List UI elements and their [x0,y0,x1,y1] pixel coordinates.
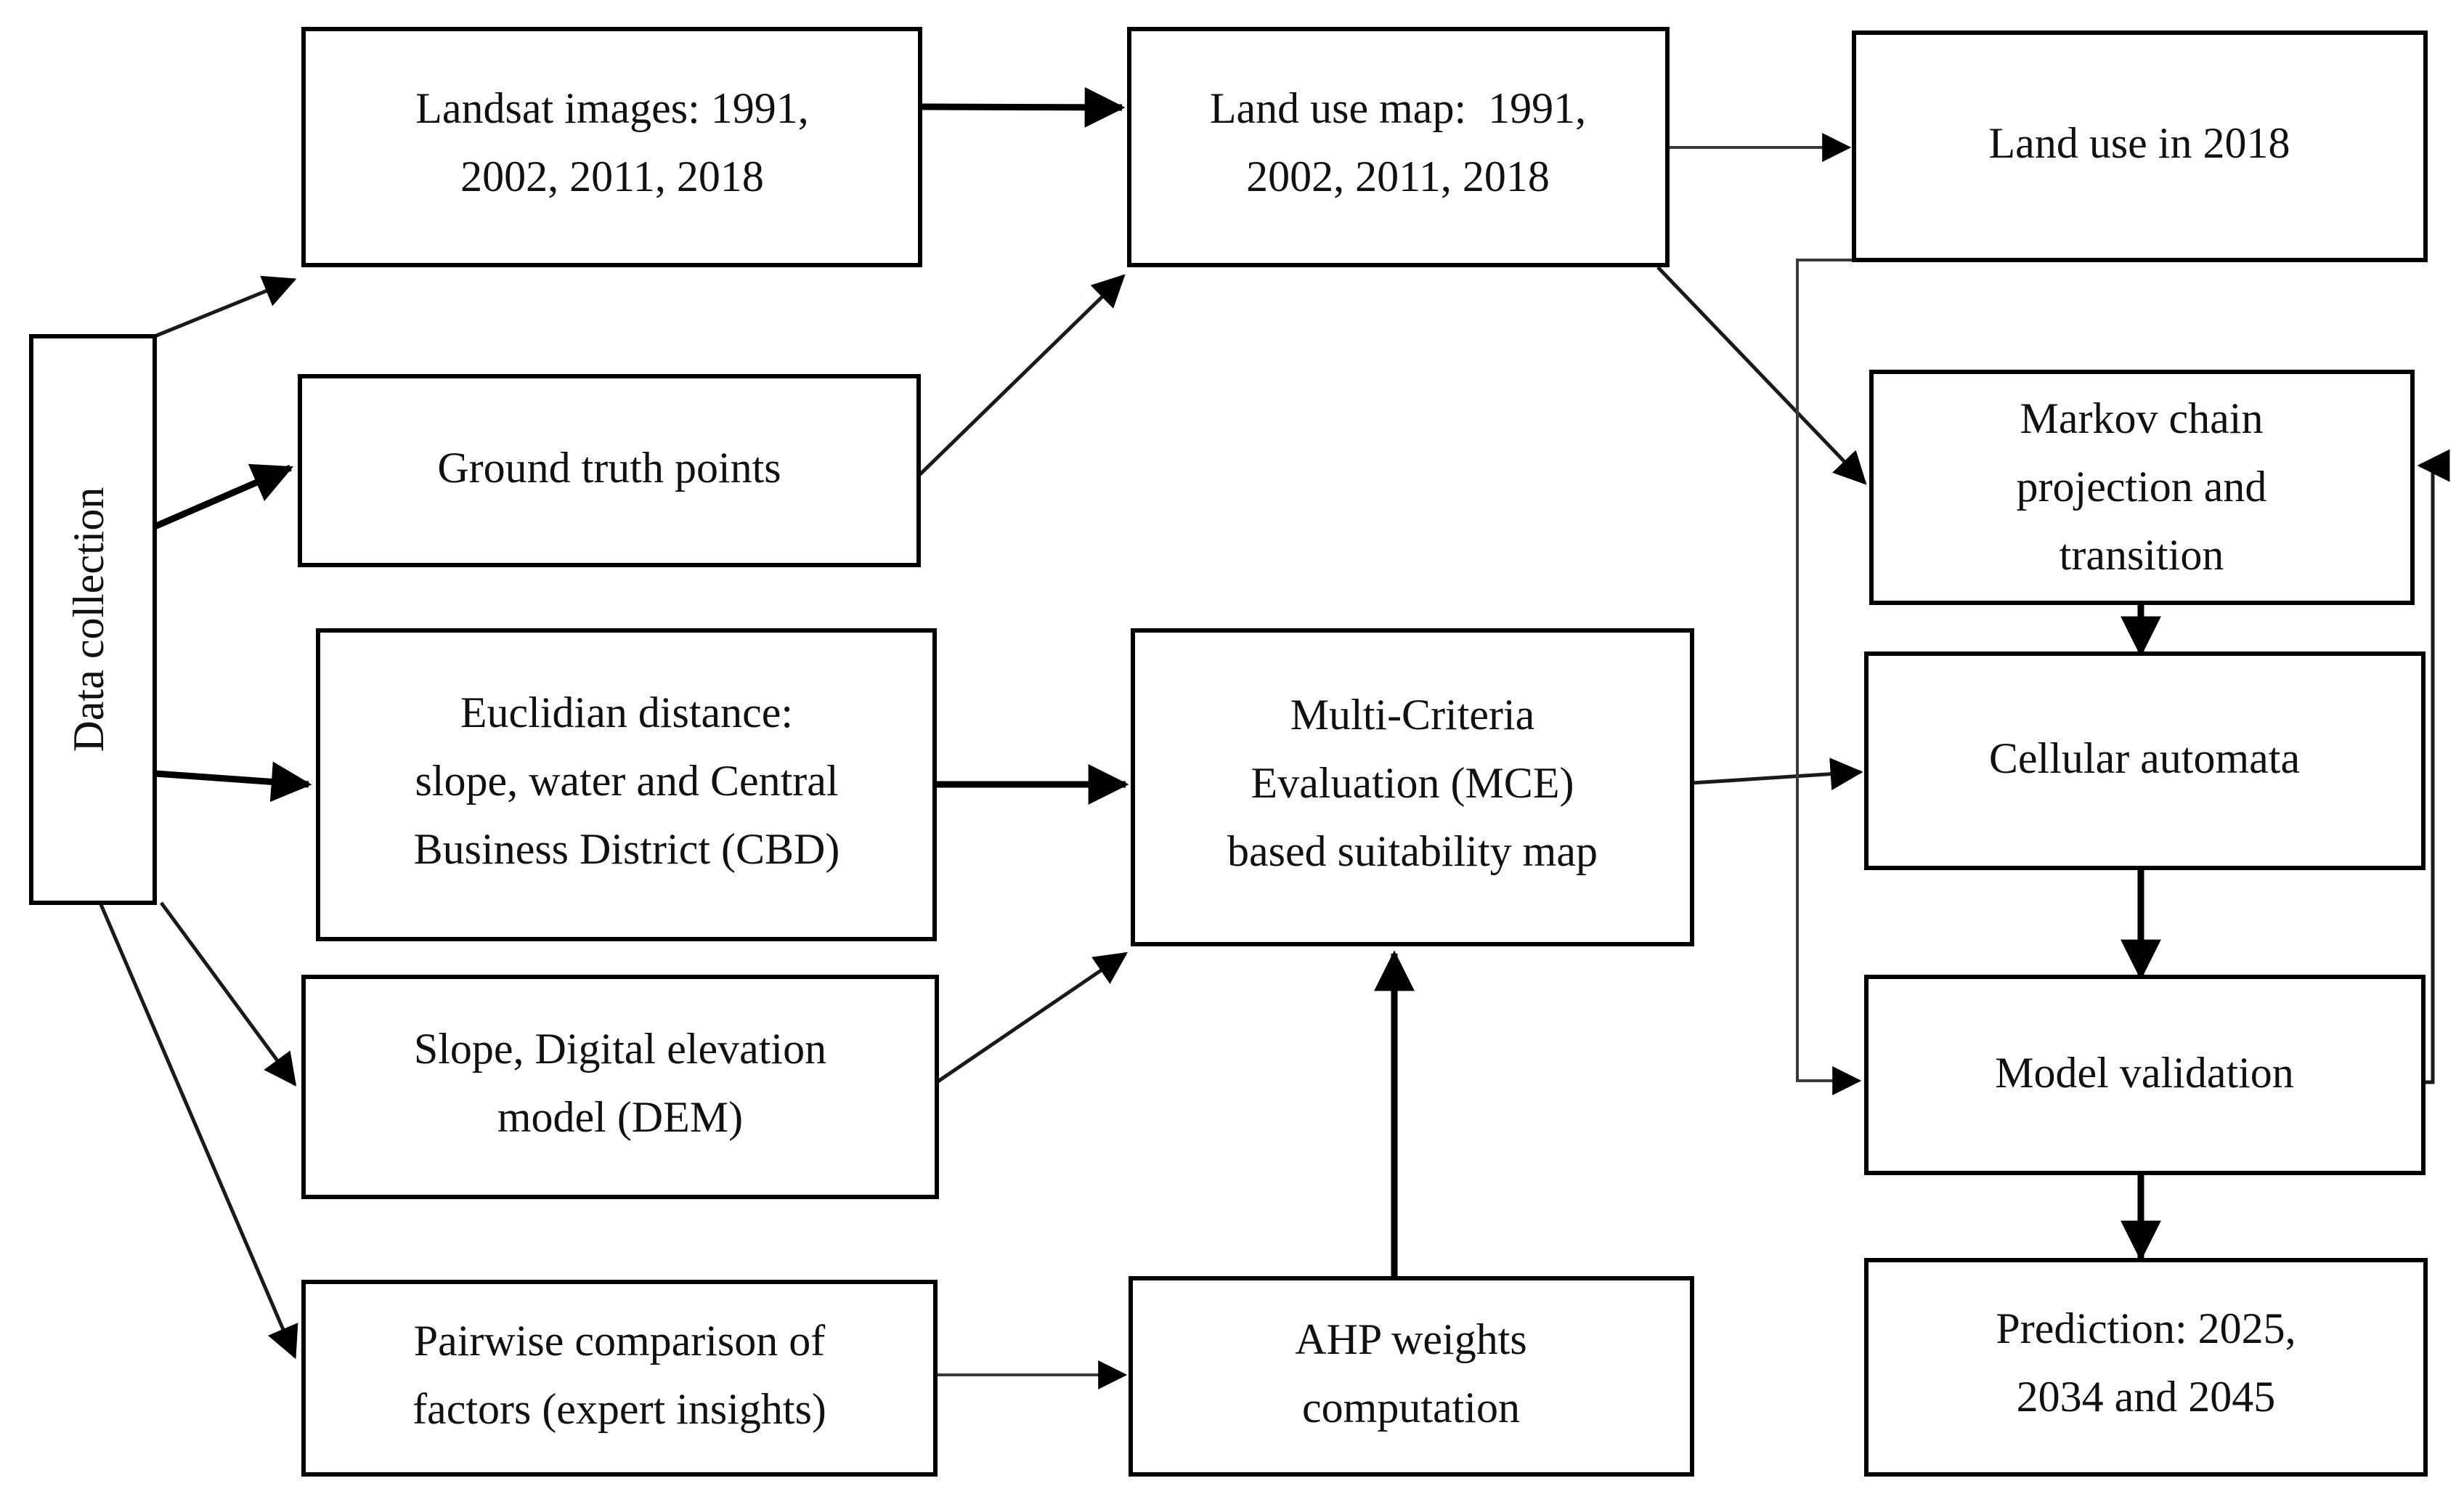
node-ground-truth-points-label: Ground truth points [437,444,781,492]
node-cellular-automata-label: Cellular automata [1989,734,2300,782]
node-markov-chain[interactable]: Markov chain projection and transition [1869,370,2415,605]
node-slope-dem-label-line2: model (DEM) [497,1093,743,1141]
edge-land-use-map-to-markov [1656,266,1867,485]
node-pairwise-comparison-label-line1: Pairwise comparison of [414,1317,826,1365]
node-cellular-automata[interactable]: Cellular automata [1864,651,2426,870]
edge-data-collection-to-slope-dem [159,901,297,1087]
node-markov-chain-label-line2: projection and [2017,463,2267,511]
edge-ground-truth-to-land-use-map [917,274,1126,477]
node-prediction-label-line1: Prediction: 2025, [1996,1304,2296,1352]
node-euclidian-distance-label-line2: slope, water and Central [415,757,838,805]
node-prediction-label-line2: 2034 and 2045 [2017,1373,2276,1421]
node-land-use-2018-label: Land use in 2018 [1989,119,2290,167]
node-landsat-images[interactable]: Landsat images: 1991, 2002, 2011, 2018 [301,27,922,267]
node-ahp-weights-label-line2: computation [1302,1384,1520,1432]
edge-data-collection-to-ground-truth [153,463,294,530]
node-land-use-2018[interactable]: Land use in 2018 [1852,31,2428,262]
node-mce-suitability-label-line3: based suitability map [1227,827,1598,875]
node-euclidian-distance-label-line3: Business District (CBD) [414,825,840,873]
node-pairwise-comparison-box [301,1280,938,1477]
node-landsat-images-box [301,27,922,267]
node-mce-suitability[interactable]: Multi-Criteria Evaluation (MCE) based su… [1131,628,1694,946]
node-model-validation-box [1864,975,2426,1175]
node-land-use-map-label-line2: 2002, 2011, 2018 [1246,153,1550,200]
node-ahp-weights-label-line1: AHP weights [1295,1315,1526,1363]
node-model-validation[interactable]: Model validation [1864,975,2426,1175]
node-landsat-images-label-line1: Landsat images: 1991, [415,84,809,132]
node-euclidian-distance[interactable]: Euclidian distance: slope, water and Cen… [316,628,937,941]
node-ground-truth-points-box [298,374,921,567]
edge-land-use-2018-to-model-validation [1796,259,1862,1095]
edge-data-collection-to-euclidian [154,761,312,803]
node-ground-truth-points[interactable]: Ground truth points [298,374,921,567]
node-mce-suitability-label-line1: Multi-Criteria [1290,691,1535,739]
node-mce-suitability-box [1131,628,1694,946]
edge-mce-to-cellular-automata [1691,758,1863,791]
edge-slope-dem-to-mce [935,951,1128,1084]
edge-model-validation-to-markov-feedback [2417,449,2450,1084]
node-land-use-map[interactable]: Land use map: 1991, 2002, 2011, 2018 [1127,27,1670,267]
node-ahp-weights-box [1129,1276,1694,1477]
node-markov-chain-box [1869,370,2415,605]
node-land-use-2018-box [1852,31,2428,262]
node-pairwise-comparison[interactable]: Pairwise comparison of factors (expert i… [301,1280,938,1477]
edge-data-collection-to-landsat [154,275,297,338]
node-euclidian-distance-label-line1: Euclidian distance: [460,689,793,736]
node-land-use-map-label-line1: Land use map: 1991, [1210,84,1586,132]
node-pairwise-comparison-label-line2: factors (expert insights) [412,1385,826,1433]
node-mce-suitability-label-line2: Evaluation (MCE) [1251,759,1574,807]
node-euclidian-distance-box [316,628,937,941]
node-markov-chain-label-line1: Markov chain [2020,394,2264,442]
node-data-collection-box [29,334,157,905]
node-slope-dem-label-line1: Slope, Digital elevation [414,1025,826,1073]
node-slope-dem[interactable]: Slope, Digital elevation model (DEM) [301,975,939,1199]
edge-data-collection-to-pairwise [98,902,298,1360]
node-markov-chain-label-line3: transition [2060,531,2224,579]
node-ahp-weights[interactable]: AHP weights computation [1129,1276,1694,1477]
node-data-collection[interactable]: Data collection [29,334,157,905]
node-slope-dem-box [301,975,939,1199]
node-land-use-map-box [1127,27,1670,267]
node-cellular-automata-box [1864,651,2426,870]
node-model-validation-label: Model validation [1995,1049,2294,1097]
node-landsat-images-label-line2: 2002, 2011, 2018 [460,153,764,200]
node-prediction-box [1864,1258,2428,1477]
node-prediction[interactable]: Prediction: 2025, 2034 and 2045 [1864,1258,2428,1477]
node-data-collection-label: Data collection [65,487,113,752]
